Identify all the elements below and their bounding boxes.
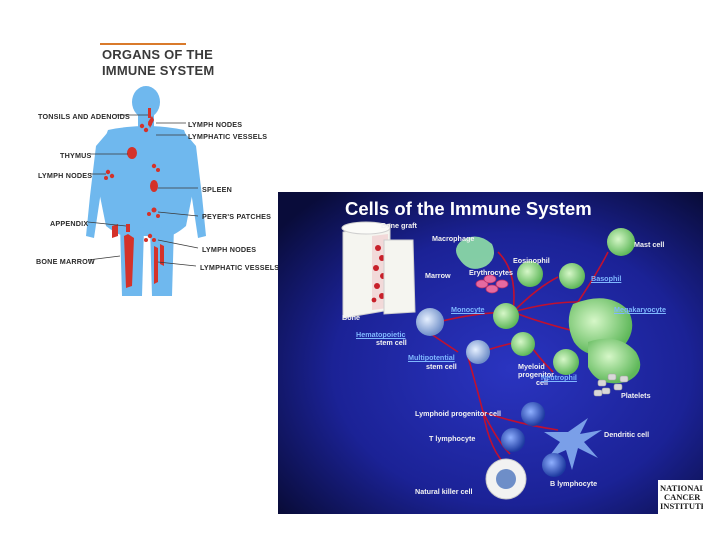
label-lymphatic-vessels-top: LYMPHATIC VESSELS	[188, 132, 268, 141]
nci-logo-line1: NATIONAL	[660, 483, 703, 493]
nci-logo-line3: INSTITUTE	[660, 501, 703, 511]
bone-graft-illustration	[341, 221, 416, 319]
label-myeloid-2: progenitor	[518, 370, 554, 379]
label-b-lymphocyte: B lymphocyte	[550, 479, 598, 488]
label-megakaryocyte: Megakaryocyte	[614, 305, 666, 314]
organs-title-line2: IMMUNE SYSTEM	[102, 63, 215, 78]
organs-title-line1: ORGANS OF THE	[102, 47, 213, 62]
body-silhouette	[86, 86, 206, 296]
cells-diagram	[278, 192, 703, 514]
organs-title-rule	[100, 43, 186, 45]
label-peyers-patches: PEYER'S PATCHES	[202, 212, 272, 221]
label-mast-cell: Mast cell	[634, 240, 665, 249]
label-hematopoietic-1: Hematopoietic	[356, 330, 406, 339]
label-tonsils: TONSILS AND ADENOIDS	[38, 112, 130, 121]
label-lymph-nodes-left: LYMPH NODES	[38, 171, 93, 180]
cells-title: Cells of the Immune System	[345, 198, 592, 219]
label-bone: Bone	[342, 313, 360, 322]
label-appendix: APPENDIX	[50, 219, 89, 228]
label-platelets: Platelets	[621, 391, 651, 400]
organs-figure: ORGANS OF THE IMMUNE SYSTEM	[30, 40, 279, 296]
label-lymph-nodes-top: LYMPH NODES	[188, 120, 243, 129]
label-t-lymphocyte: T lymphocyte	[429, 434, 476, 443]
label-basophil: Basophil	[591, 274, 622, 283]
nci-logo-line2: CANCER	[664, 492, 701, 502]
label-monocyte: Monocyte	[451, 305, 485, 314]
label-myeloid-1: Myeloid	[518, 362, 545, 371]
label-neutrophil: Neutrophil	[541, 373, 577, 382]
label-multipotential-1: Multipotential	[408, 353, 455, 362]
label-myeloid-3: cell	[536, 378, 548, 387]
label-eosinophil: Eosinophil	[513, 256, 550, 265]
label-hematopoietic-2: stem cell	[376, 338, 407, 347]
label-lymphoid-progenitor: Lymphoid progenitor cell	[415, 409, 501, 418]
label-lymphatic-vessels-bottom: LYMPHATIC VESSELS	[200, 263, 280, 272]
label-marrow: Marrow	[425, 271, 451, 280]
label-bone-marrow: BONE MARROW	[36, 257, 95, 266]
label-spleen: SPLEEN	[202, 185, 232, 194]
label-dendritic-cell: Dendritic cell	[604, 430, 650, 439]
label-lymph-nodes-bottom: LYMPH NODES	[202, 245, 257, 254]
label-thymus: THYMUS	[60, 151, 92, 160]
organ-leader-lines	[87, 114, 199, 267]
label-multipotential-2: stem cell	[426, 362, 457, 371]
label-bone-graft: Bone graft	[381, 221, 417, 230]
cells-panel: Cells of the Immune System Bone graft Ma…	[278, 192, 703, 514]
label-natural-killer: Natural killer cell	[415, 487, 473, 496]
label-erythrocytes: Erythrocytes	[469, 268, 513, 277]
label-macrophage: Macrophage	[432, 234, 475, 243]
